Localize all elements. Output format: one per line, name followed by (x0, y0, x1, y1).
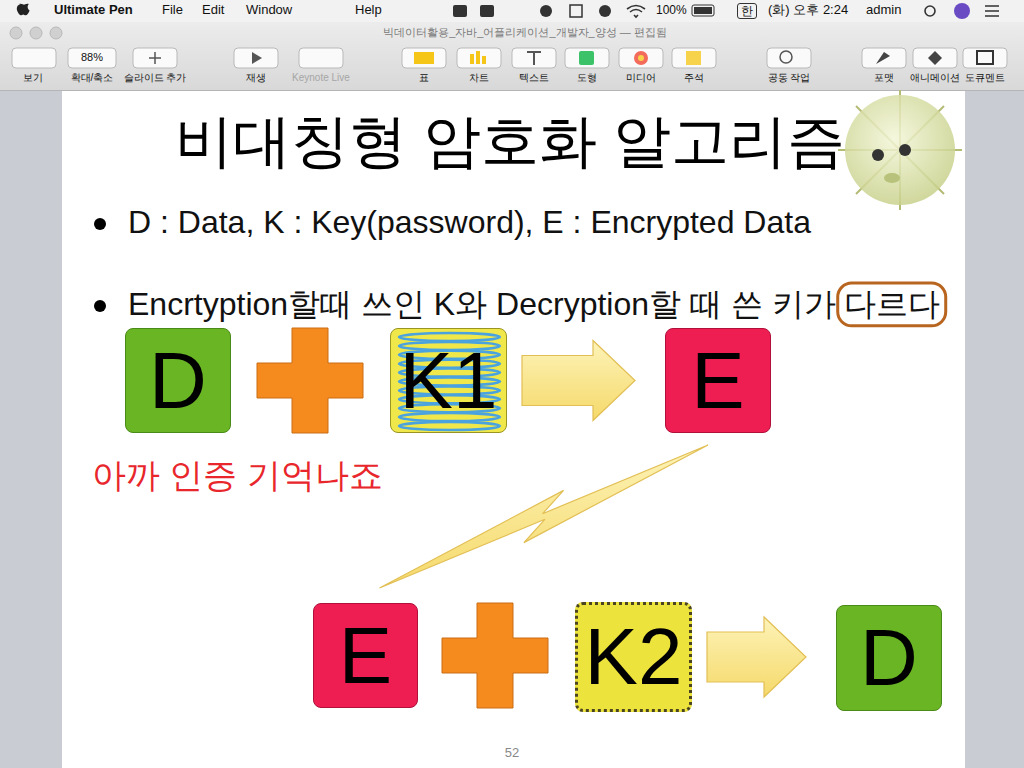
menu-icon (540, 5, 552, 17)
label-text: 88% (81, 51, 103, 64)
label-text: Edit (202, 3, 224, 18)
box-letter: K2 (585, 617, 683, 697)
label-text: Ultimate Pen (54, 3, 133, 18)
key-box: E (665, 328, 771, 433)
plus-sign (257, 328, 363, 433)
label-text: 100% (656, 4, 687, 18)
label-text: 다르다 (844, 286, 940, 323)
label-text: Help (355, 3, 382, 18)
label-text: Encrtyption할때 쓰인 K와 Decryption할 때 쓴 키가 (128, 286, 836, 323)
lightning-connector (380, 445, 709, 588)
toolbar-buttons (12, 48, 1007, 68)
box-letter: D (149, 341, 207, 421)
label-text: File (162, 3, 183, 18)
label-text: Keynote Live (292, 72, 350, 84)
menu-bar (0, 0, 1024, 22)
window-button (50, 27, 62, 39)
menu-icon (480, 5, 494, 17)
window-button (30, 27, 42, 39)
label-text: 한 (737, 3, 757, 19)
box-letter: E (339, 616, 392, 696)
siri-icon (954, 3, 970, 19)
slide-title: 비대칭형 암호화 알고리즘 (175, 108, 845, 175)
box-letter: E (691, 341, 744, 421)
battery-icon (692, 5, 714, 16)
label-text: 아까 인증 기억나죠 (92, 456, 383, 495)
label-text: 슬라이드 추가 (124, 72, 187, 84)
menu-icon (599, 5, 611, 17)
label-text: 도형 (577, 72, 597, 84)
search-icon (925, 6, 935, 16)
label-text: 포맷 (874, 72, 894, 84)
pufferfish-picture (838, 90, 962, 210)
block-arrow (707, 617, 806, 697)
bullet-dot (94, 300, 106, 312)
label-text: D : Data, K : Key(password), E : Encrypt… (128, 204, 811, 241)
label-text: admin (866, 3, 901, 18)
menu-icon (453, 5, 467, 17)
label-text: 공동 작업 (768, 72, 811, 84)
key-box: D (125, 328, 231, 433)
key-box: K2 (575, 602, 692, 712)
key-box: K1 (390, 328, 507, 433)
window-button (10, 27, 22, 39)
label-text: Window (246, 3, 292, 18)
label-text: 주석 (684, 72, 704, 84)
label-text: 미디어 (626, 72, 656, 84)
label-text: 재생 (246, 72, 266, 84)
menu-icon (570, 5, 582, 17)
list-icon (985, 6, 999, 16)
label-text: 텍스트 (519, 72, 549, 84)
label-text: 확대/축소 (71, 72, 114, 84)
apple-logo (17, 4, 30, 15)
label-text: 차트 (469, 72, 489, 84)
wifi-icon (627, 6, 645, 18)
label-text: 보기 (23, 72, 43, 84)
label-text: 52 (505, 746, 519, 761)
plus-sign (442, 603, 548, 708)
toolbar (0, 22, 1024, 91)
label-text: 애니메이션 (910, 72, 960, 84)
label-text: 표 (419, 72, 429, 84)
label-text: 도큐멘트 (965, 72, 1005, 84)
label-text: (화) 오후 2:24 (768, 3, 848, 18)
label-text: 빅데이터활용_자바_어플리케이션_개발자_양성 — 편집됨 (383, 26, 667, 39)
block-arrow (522, 341, 635, 421)
key-box: D (836, 605, 942, 711)
box-letter: D (860, 618, 918, 698)
emphasis-circle (838, 283, 946, 326)
bullet-dot (94, 218, 106, 230)
box-letter: K1 (400, 341, 498, 421)
key-box: E (313, 603, 418, 708)
slide (62, 91, 965, 768)
